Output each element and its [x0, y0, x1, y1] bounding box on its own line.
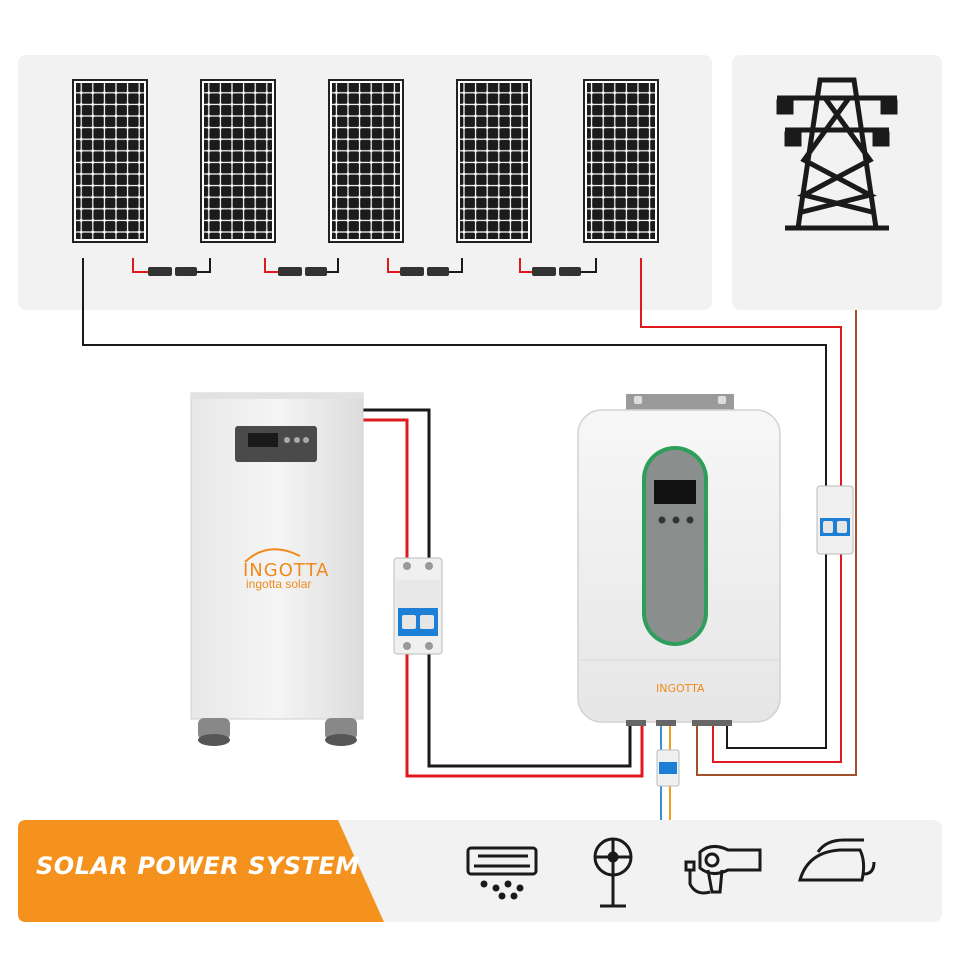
- pv-negative-wire: [82, 258, 827, 488]
- banner-shape: [18, 820, 384, 922]
- fan-icon: [593, 837, 633, 908]
- solar-panel-5: [583, 79, 659, 243]
- pv-breaker-out-negative: [726, 552, 827, 749]
- air-conditioner-icon: [466, 846, 538, 900]
- banner-title: SOLAR POWER SYSTEM: [36, 852, 360, 880]
- grid-wire: [696, 310, 857, 776]
- pv-breaker-out-positive: [712, 552, 842, 763]
- solar-panel-2: [200, 79, 276, 243]
- inverter-brand-logo: INGOTTA: [656, 682, 705, 695]
- battery-negative-wire: [363, 408, 431, 560]
- solar-panel-1: [72, 79, 148, 243]
- solar-panel-4: [456, 79, 532, 243]
- battery-brand-logo: INGOTTA: [243, 560, 330, 581]
- pv-breaker: [816, 485, 854, 555]
- battery-positive-wire: [363, 418, 409, 560]
- battery-brand-subtitle: ingotta solar: [246, 577, 312, 591]
- ac-output-breaker: [656, 749, 680, 787]
- solar-panel-3: [328, 79, 404, 243]
- hair-dryer-icon: [684, 845, 762, 895]
- mc4-connector-2: [264, 258, 339, 276]
- breaker-out-positive: [405, 652, 644, 778]
- power-tower-icon: [776, 77, 898, 231]
- breaker-out-negative: [427, 652, 632, 768]
- pv-positive-wire: [640, 258, 842, 488]
- mc4-connector-1: [132, 258, 211, 276]
- inverter: [577, 394, 781, 726]
- mc4-connector-3: [387, 258, 463, 276]
- dc-breaker: [393, 557, 443, 655]
- mc4-connector-4: [519, 258, 597, 276]
- iron-icon: [798, 838, 876, 882]
- battery-cabinet: [190, 392, 364, 746]
